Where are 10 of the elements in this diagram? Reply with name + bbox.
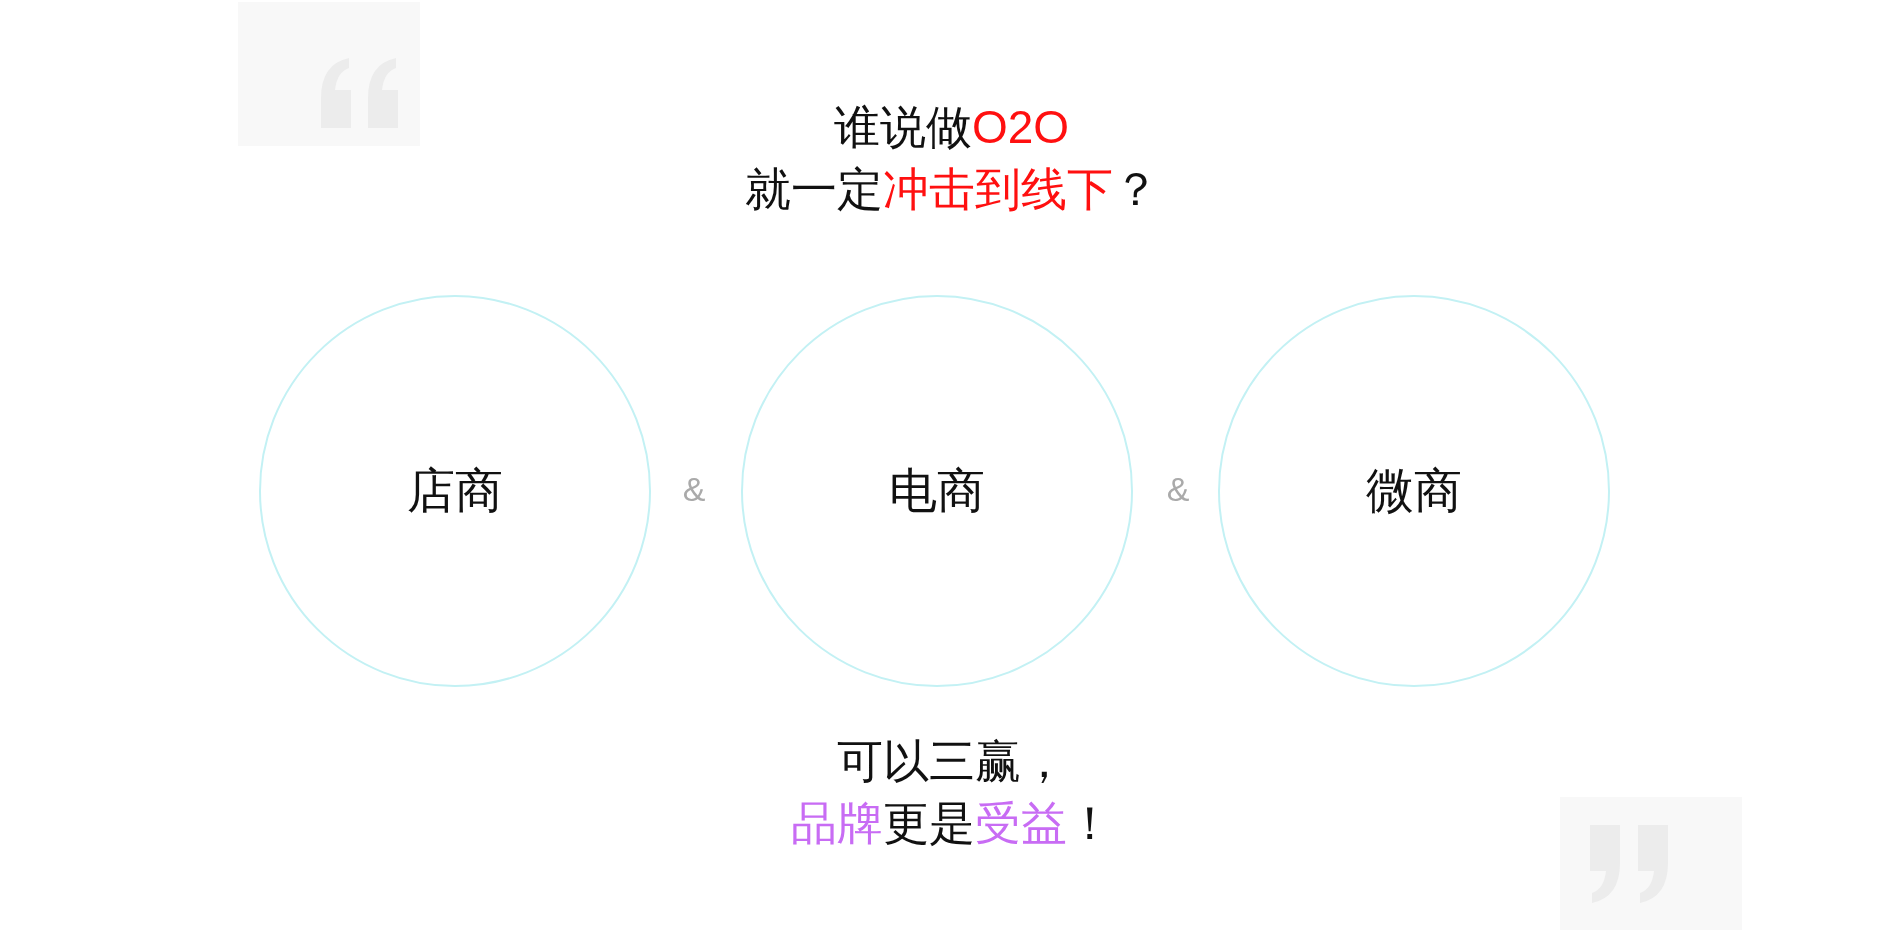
circle-node [1218, 295, 1610, 687]
circle-node [741, 295, 1133, 687]
title: 谁说做O2O就一定冲击到线下？ [743, 100, 1160, 217]
ampersand-label: & [1165, 470, 1191, 509]
circle-node [259, 295, 651, 687]
node-label: 微商 [1366, 463, 1462, 519]
node-label: 电商 [889, 463, 985, 519]
ampersand-label: & [681, 470, 707, 509]
caption: 可以三赢，品牌更是受益！ [789, 734, 1114, 851]
node-label: 店商 [407, 463, 503, 519]
